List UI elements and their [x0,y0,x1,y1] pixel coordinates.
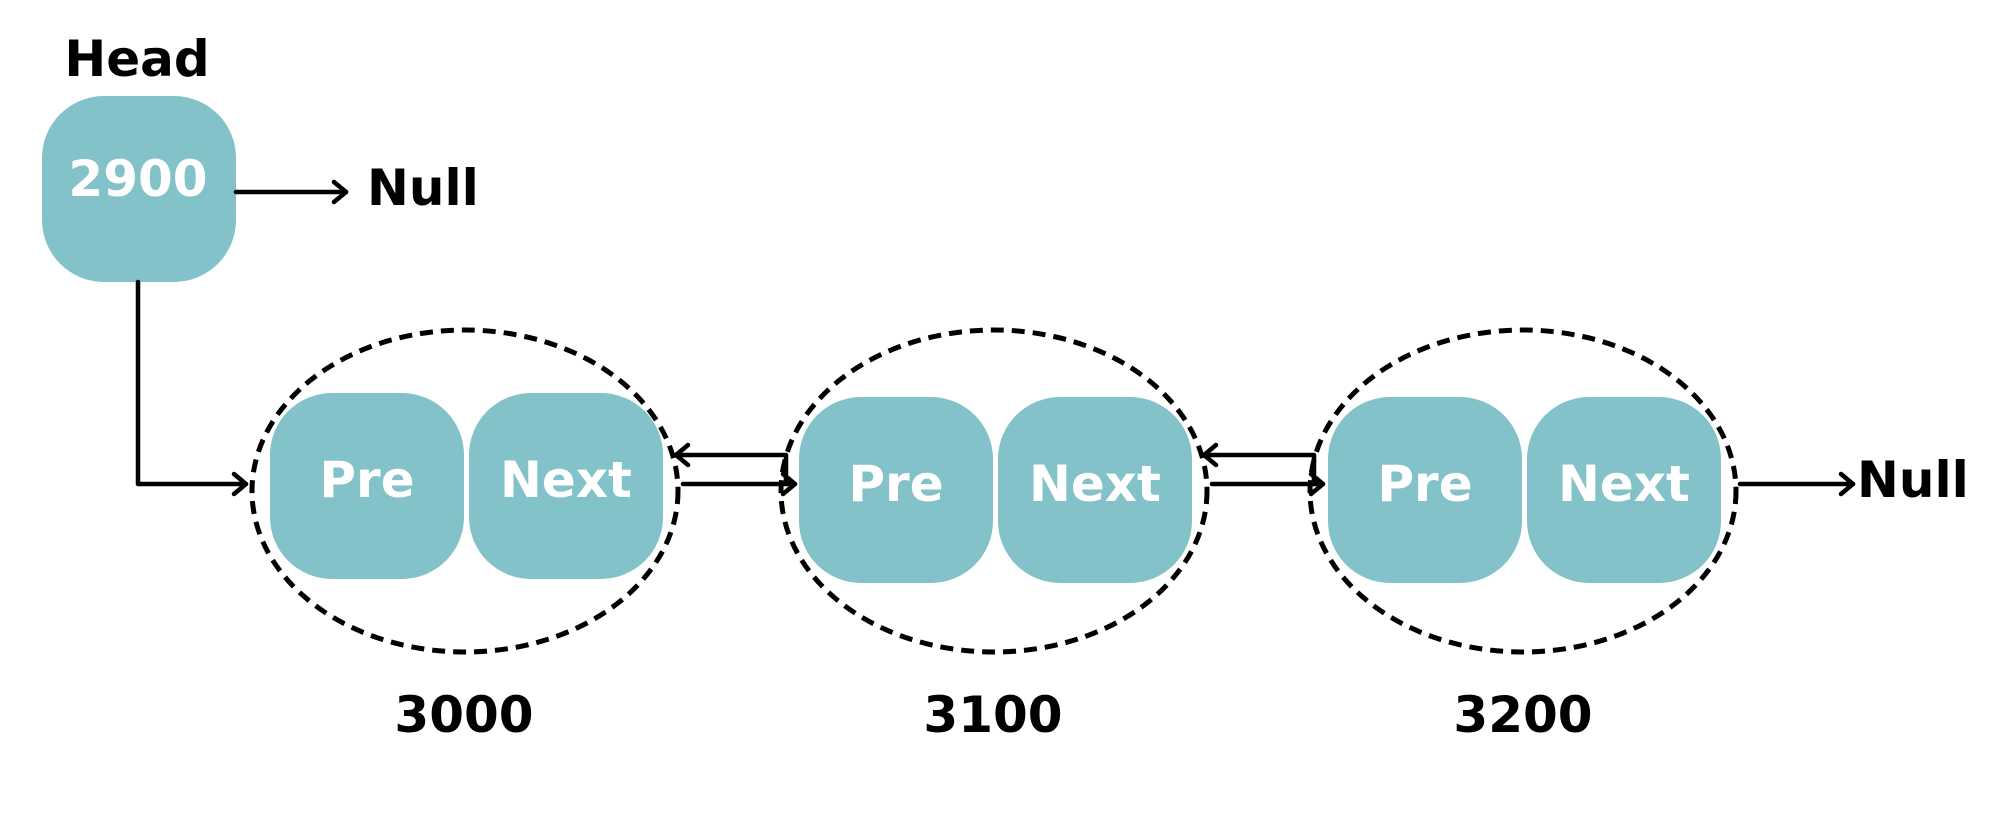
head-box [42,96,236,282]
head-to-first-node-arrowhead [231,471,249,497]
tail-null-arrowhead [1838,471,1856,497]
node-boundary [778,327,1210,655]
node-address: 3000 [394,686,533,744]
head-label: Head [64,30,209,88]
node-boundary [1307,327,1739,655]
node-address: 3100 [923,686,1062,744]
tail-null-label: Null [1857,451,1969,509]
link-node3-to-node2-arrowhead [1201,442,1219,468]
next-cell-label: Next [1558,455,1690,513]
link-node3-to-node2-prev [1201,452,1317,487]
link-node2-to-node3-arrowhead [1308,471,1326,497]
head-null-arrowhead [331,179,349,205]
link-node2-to-node1-arrowhead [673,442,691,468]
head-null-label: Null [367,159,479,217]
link-node1-to-node2-arrowhead [780,471,798,497]
node-boundary [249,327,681,655]
prev-cell [270,393,464,579]
next-cell-label: Next [1029,455,1161,513]
prev-cell-label: Pre [1377,455,1472,513]
prev-cell [1328,397,1522,583]
next-cell [469,393,663,579]
node-3000: Pre Next 3000 [249,327,681,744]
next-cell [998,397,1192,583]
prev-cell-label: Pre [848,455,943,513]
head-value: 2900 [68,150,207,208]
next-cell-label: Next [500,451,632,509]
node-3200: Pre Next 3200 [1307,327,1739,744]
prev-cell-label: Pre [319,451,414,509]
next-cell [1527,397,1721,583]
prev-cell [799,397,993,583]
head-to-first-node-arrow [135,279,249,487]
link-node2-to-node1-prev [673,452,789,487]
node-3100: Pre Next 3100 [778,327,1210,744]
node-address: 3200 [1453,686,1592,744]
